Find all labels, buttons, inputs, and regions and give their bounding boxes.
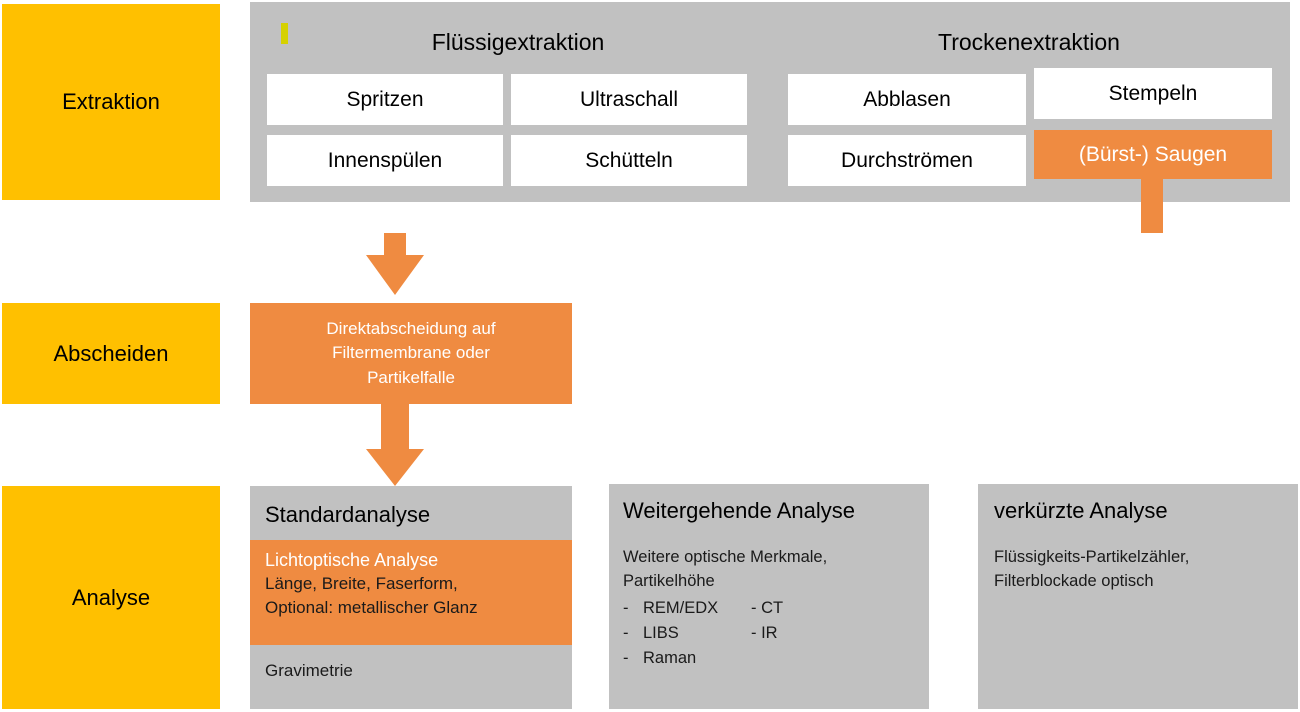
method-chip-label: (Bürst-) Saugen — [1078, 142, 1228, 166]
group-heading-fluessigextraktion: Flüssigextraktion — [267, 22, 769, 62]
list-item: - Raman — [623, 646, 923, 671]
method-chip-label: Durchströmen — [841, 148, 973, 172]
analysis-column-weitergehend: Weitergehende Analyse Weitere optische M… — [609, 484, 929, 709]
stage-label-text: Extraktion — [62, 89, 160, 115]
bullet-dash: - — [623, 599, 629, 617]
analysis-column-standard: Standardanalyse Lichtoptische Analyse Lä… — [250, 486, 572, 709]
method-chip-buerst-saugen[interactable]: (Bürst-) Saugen — [1034, 130, 1272, 179]
analysis-column-title-text: verkürzte Analyse — [994, 498, 1168, 523]
separation-line: Direktabscheidung auf — [326, 318, 496, 338]
body-line-text: Weitere optische Merkmale, — [623, 548, 828, 566]
analysis-column-title: Standardanalyse — [265, 502, 565, 528]
stage-label-abscheiden: Abscheiden — [2, 303, 220, 404]
body-line: Filterblockade optisch — [994, 570, 1294, 594]
method-chip-label: Spritzen — [346, 87, 424, 111]
analysis-column-title: Weitergehende Analyse — [623, 498, 923, 524]
analysis-column-title-text: Weitergehende Analyse — [623, 498, 855, 523]
group-heading-text: Flüssigextraktion — [431, 28, 605, 55]
group-heading-trockenextraktion: Trockenextraktion — [786, 22, 1272, 62]
stage-label-analyse: Analyse — [2, 486, 220, 709]
method-chip-schuetteln[interactable]: Schütteln — [511, 135, 747, 186]
stage-label-extraktion: Extraktion — [2, 4, 220, 200]
analysis-column-verkuerzt: verkürzte Analyse Flüssigkeits-Partikelz… — [978, 484, 1298, 709]
standard-footer-line: Gravimetrie — [265, 661, 565, 681]
band-line: Optional: metallischer Glanz — [265, 596, 557, 620]
stage-label-text: Abscheiden — [53, 340, 169, 366]
method-chip-ultraschall[interactable]: Ultraschall — [511, 74, 747, 125]
separation-line: Partikelfalle — [367, 367, 455, 387]
band-line: Länge, Breite, Faserform, — [265, 572, 557, 596]
body-line: Partikelhöhe — [623, 570, 923, 594]
analysis-bullet-list: - REM/EDX - CT - LIBS - IR - Raman — [623, 596, 923, 670]
analysis-column-title-text: Standardanalyse — [265, 502, 431, 527]
stage-label-text: Analyse — [71, 584, 151, 610]
bullet-main: REM/EDX — [643, 599, 719, 617]
band-title-text: Lichtoptische Analyse — [265, 550, 439, 570]
analysis-column-title: verkürzte Analyse — [994, 498, 1294, 524]
method-chip-label: Innenspülen — [327, 148, 443, 172]
method-chip-durchstroemen[interactable]: Durchströmen — [788, 135, 1026, 186]
analysis-column-body: Weitere optische Merkmale, Partikelhöhe — [623, 546, 923, 594]
band-title: Lichtoptische Analyse — [265, 548, 557, 572]
separation-box: Direktabscheidung auf Filtermembrane ode… — [250, 303, 572, 404]
band-line-text: Optional: metallischer Glanz — [265, 598, 478, 618]
standard-footer-text: Gravimetrie — [265, 661, 353, 680]
method-chip-label: Ultraschall — [579, 87, 679, 111]
bullet-dash: - — [623, 623, 629, 642]
list-item: - LIBS - IR — [623, 621, 923, 646]
group-heading-text: Trockenextraktion — [938, 28, 1120, 55]
separation-line: Filtermembrane oder — [332, 343, 490, 363]
extraction-panel: Flüssigextraktion Trockenextraktion Spri… — [250, 2, 1290, 202]
method-chip-spritzen[interactable]: Spritzen — [267, 74, 503, 125]
bullet-main: Raman — [643, 648, 697, 667]
method-chip-label: Abblasen — [863, 87, 951, 111]
bullet-dash: - — [623, 648, 629, 667]
method-chip-label: Stempeln — [1108, 81, 1198, 105]
olive-tick-marker — [281, 23, 288, 44]
bullet-alt: - IR — [751, 623, 778, 642]
body-line-text: Filterblockade optisch — [994, 571, 1154, 590]
bullet-main: LIBS — [643, 623, 679, 642]
body-line-text: Flüssigkeits-Partikelzähler, — [994, 548, 1190, 566]
method-chip-innenspuelen[interactable]: Innenspülen — [267, 135, 503, 186]
down-arrow-shape — [366, 404, 424, 486]
analysis-column-body: Flüssigkeits-Partikelzähler, Filterblock… — [994, 546, 1294, 594]
method-chip-stempeln[interactable]: Stempeln — [1034, 68, 1272, 119]
method-chip-label: Schütteln — [585, 148, 673, 172]
body-line-text: Partikelhöhe — [623, 571, 715, 590]
body-line: Weitere optische Merkmale, — [623, 546, 923, 570]
body-line: Flüssigkeits-Partikelzähler, — [994, 546, 1294, 570]
bullet-alt: - CT — [751, 599, 784, 617]
standard-highlight-band: Lichtoptische Analyse Länge, Breite, Fas… — [250, 540, 572, 645]
list-item: - REM/EDX - CT — [623, 596, 923, 621]
method-chip-abblasen[interactable]: Abblasen — [788, 74, 1026, 125]
band-line-text: Länge, Breite, Faserform, — [265, 574, 458, 594]
